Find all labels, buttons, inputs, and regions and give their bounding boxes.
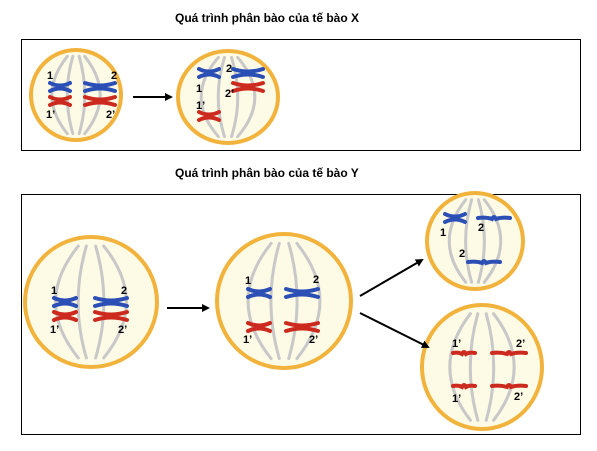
label-two-prime: 2’ <box>106 109 115 121</box>
chromosome-1-prime <box>246 321 272 333</box>
label-two: 2 <box>459 248 465 260</box>
chromosome-1 <box>52 296 78 308</box>
title-cell-y: Quá trình phân bào của tế bào Y <box>175 166 359 180</box>
cell-y-daughter-bottom <box>420 303 544 431</box>
chromatid-2-prime <box>490 383 528 390</box>
label-two-prime: 2’ <box>309 334 318 346</box>
label-one: 1 <box>440 227 446 239</box>
label-one: 1 <box>51 285 57 297</box>
chromatid-2-prime <box>490 350 528 357</box>
label-one-prime: 1’ <box>46 109 55 121</box>
cell-x-parent <box>29 48 123 142</box>
chromosome-2-prime <box>83 95 117 107</box>
panel-cell-x <box>21 39 581 151</box>
spindle-fibers <box>448 312 516 422</box>
title-cell-x: Quá trình phân bào của tế bào X <box>175 11 360 25</box>
spindle-fibers <box>199 55 257 139</box>
label-one: 1 <box>196 83 202 95</box>
chromosome-1-prime <box>52 310 78 322</box>
spindle-fibers <box>50 54 102 136</box>
label-two: 2 <box>111 70 117 82</box>
chromosome-2 <box>83 81 117 93</box>
label-two-prime: 2’ <box>118 324 127 336</box>
label-one-prime: 1’ <box>452 338 461 350</box>
cell-y-daughter-top <box>425 191 525 291</box>
label-two: 2 <box>313 274 319 286</box>
chromosome-1-prime <box>197 110 221 122</box>
cell-y-parent <box>23 235 159 369</box>
chromosome-2 <box>284 287 320 299</box>
panel-cell-y <box>21 194 581 435</box>
label-two-prime: 2’ <box>516 338 525 350</box>
chromosome-1 <box>197 67 221 79</box>
right-arrow-icon <box>359 312 430 348</box>
spindle-fibers <box>447 198 503 284</box>
label-one-prime: 1’ <box>196 100 205 112</box>
label-two: 2 <box>121 285 127 297</box>
chromatid-2 <box>466 259 502 266</box>
label-one-prime: 1’ <box>50 324 59 336</box>
label-two-prime: 2’ <box>225 88 234 100</box>
chromosome-2-prime <box>231 81 265 93</box>
chromosome-2 <box>93 296 129 308</box>
chromosome-1 <box>246 287 272 299</box>
spindle-fibers <box>246 241 322 361</box>
label-one: 1 <box>47 70 53 82</box>
label-two-prime: 2’ <box>514 391 523 403</box>
label-one-prime: 1’ <box>243 334 252 346</box>
label-one-prime: 1’ <box>452 393 461 405</box>
chromosome-2-prime <box>284 321 320 333</box>
chromosome-1 <box>48 81 72 93</box>
chromatid-1-prime <box>451 350 477 357</box>
label-one: 1 <box>245 275 251 287</box>
chromosome-1-prime <box>48 95 72 107</box>
chromosome-2 <box>231 67 265 79</box>
right-arrow-icon <box>359 258 424 297</box>
label-two: 2 <box>226 63 232 75</box>
label-two: 2 <box>478 222 484 234</box>
chromosome-1 <box>443 212 467 224</box>
chromatid-2 <box>476 215 512 222</box>
chromosome-2-prime <box>93 310 129 322</box>
chromatid-1-prime <box>451 383 477 390</box>
cell-y-middle <box>215 232 353 370</box>
